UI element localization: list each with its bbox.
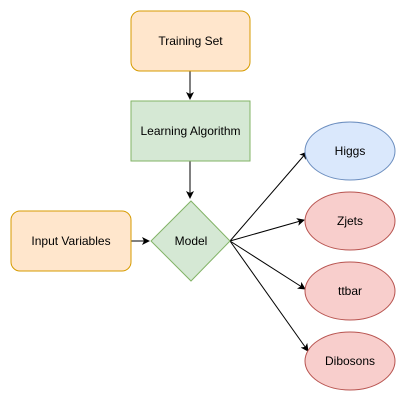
node-model-label: Model: [175, 234, 208, 248]
node-higgs[interactable]: Higgs: [304, 121, 396, 181]
edge-model-to-ttbar: [229, 240, 306, 290]
node-learning-algorithm[interactable]: Learning Algorithm: [130, 100, 251, 162]
node-training-set-label: Training Set: [158, 34, 223, 48]
node-dibosons-label: Dibosons: [325, 354, 375, 368]
node-zjets-shape: [304, 191, 396, 251]
edges: [131, 71, 309, 352]
node-input-variables-shape: [10, 210, 132, 272]
node-input-variables-label: Input Variables: [31, 234, 110, 248]
node-model[interactable]: Model: [150, 200, 231, 282]
node-dibosons-shape: [304, 331, 396, 391]
edge-model-to-zjets: [229, 218, 305, 242]
edge-model-to-higgs: [229, 151, 308, 242]
node-zjets[interactable]: Zjets: [304, 191, 396, 251]
node-dibosons[interactable]: Dibosons: [304, 331, 396, 391]
node-training-set-shape: [130, 10, 251, 72]
node-learning-algorithm-label: Learning Algorithm: [140, 124, 240, 138]
node-higgs-label: Higgs: [335, 144, 366, 158]
node-ttbar-shape: [304, 261, 396, 321]
node-ttbar[interactable]: ttbar: [304, 261, 396, 321]
node-learning-algorithm-shape: [130, 100, 251, 162]
node-ttbar-label: ttbar: [338, 284, 362, 298]
node-training-set[interactable]: Training Set: [130, 10, 251, 72]
edge-model-to-dibosons: [229, 240, 309, 352]
node-higgs-shape: [304, 121, 396, 181]
node-zjets-label: Zjets: [337, 214, 363, 228]
node-input-variables[interactable]: Input Variables: [10, 210, 132, 272]
node-model-shape: [150, 200, 231, 282]
